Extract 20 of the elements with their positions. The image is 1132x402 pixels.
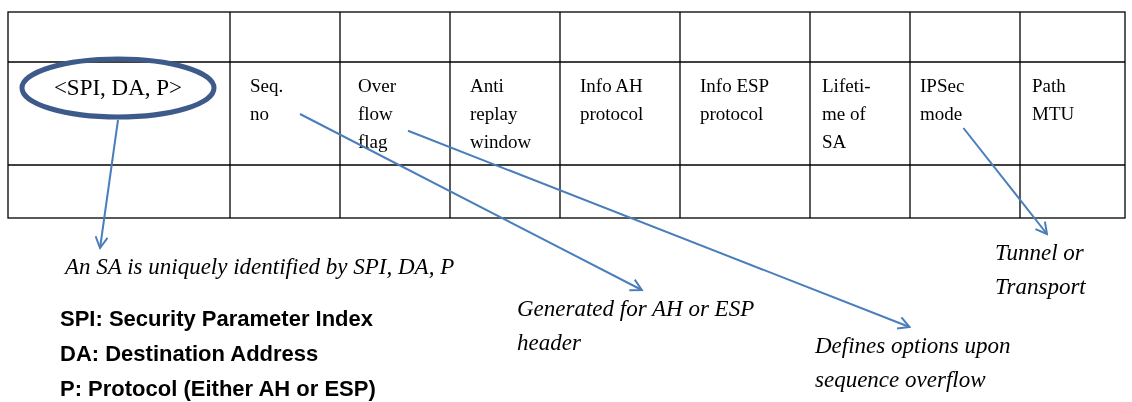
identifier-ellipse: <SPI, DA, P> xyxy=(18,56,218,120)
table-cell-text: Info AH protocol xyxy=(580,72,670,128)
table-cell-text: Seq. no xyxy=(250,72,300,128)
table-cell-text: Lifeti- me of SA xyxy=(822,72,882,156)
annotation-text: Defines options upon sequence overflow xyxy=(815,329,1085,397)
arrow xyxy=(962,127,1048,235)
arrow xyxy=(407,129,911,330)
definition-text: SPI: Security Parameter Index xyxy=(60,306,374,332)
annotation-text: An SA is uniquely identified by SPI, DA, P xyxy=(65,250,455,284)
table-cell-text: Info ESP protocol xyxy=(700,72,795,128)
definition-text: P: Protocol (Either AH or ESP) xyxy=(60,376,376,402)
table-cell-text: Path MTU xyxy=(1032,72,1092,128)
arrow xyxy=(94,119,119,249)
table-cell-text: IPSec mode xyxy=(920,72,982,128)
table-cell-text: Over flow flag xyxy=(358,72,408,156)
definition-text: DA: Destination Address xyxy=(60,341,319,367)
arrow xyxy=(299,113,643,292)
annotation-text: Generated for AH or ESP header xyxy=(517,292,777,360)
annotation-text: Tunnel or Transport xyxy=(995,236,1125,304)
table-cell-text: Anti replay window xyxy=(470,72,545,156)
